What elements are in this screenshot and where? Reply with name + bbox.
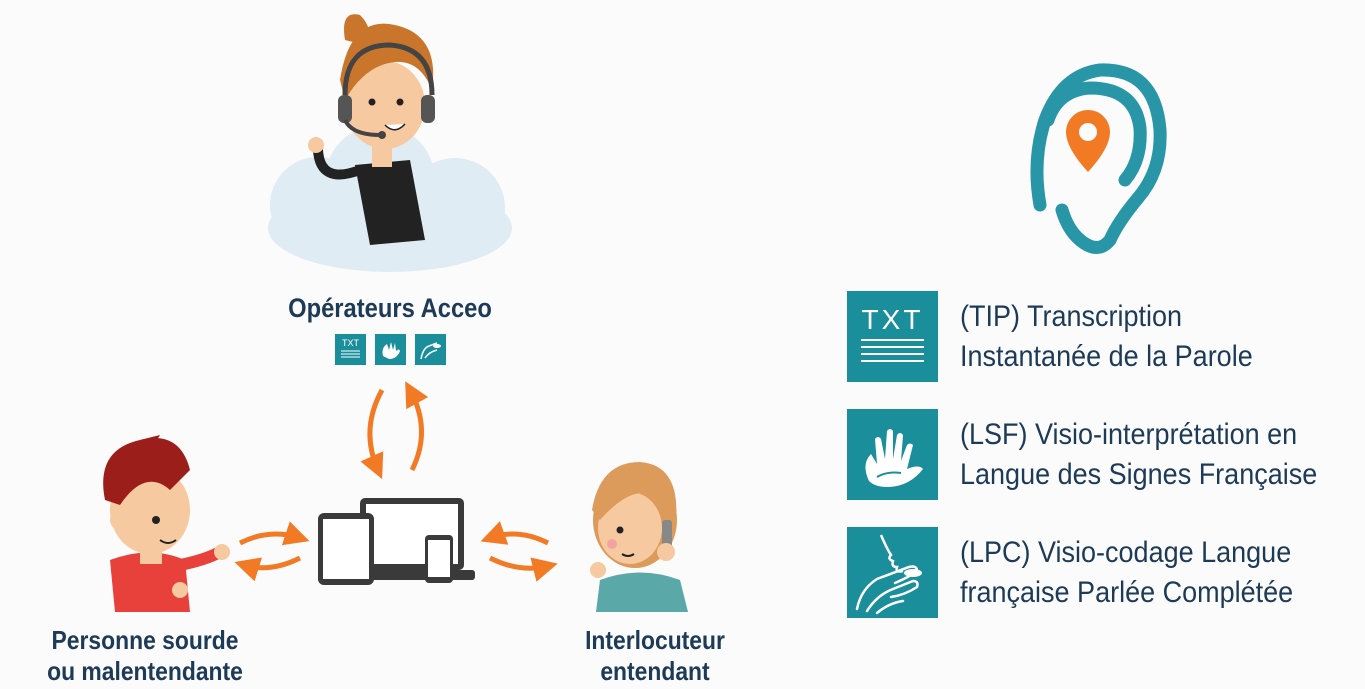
service-tip-text: (TIP) Transcription Instantanée de la Pa… <box>960 297 1338 377</box>
sign-hands-icon <box>847 409 938 500</box>
deaf-person-label: Personne sourde ou malentendante <box>17 625 272 687</box>
txt-document-icon: TXT <box>847 291 938 382</box>
txt-icon-text: TXT <box>862 304 924 335</box>
deaf-person-avatar <box>103 435 230 612</box>
interlocutor-label-line2: entendant <box>600 656 710 686</box>
service-lsf-line1: (LSF) Visio-interprétation en <box>960 418 1298 451</box>
service-lpc-line2: française Parlée Complétée <box>960 576 1294 609</box>
deaf-person-label-line2: ou malentendante <box>47 656 243 686</box>
interlocutor-avatar <box>590 462 688 612</box>
service-tip-line2: Instantanée de la Parole <box>960 340 1253 373</box>
ear-location-icon <box>1030 63 1167 254</box>
deaf-person-label-line1: Personne sourde <box>51 625 239 655</box>
service-lsf: (LSF) Visio-interprétation en Langue des… <box>847 409 1347 501</box>
service-lpc-text: (LPC) Visio-codage Langue française Parl… <box>960 533 1338 613</box>
interlocutor-label: Interlocuteur entendant <box>536 625 774 687</box>
left-exchange-arrows <box>234 521 310 582</box>
mini-txt-icon: TXT <box>335 334 366 365</box>
service-tip-line1: (TIP) Transcription <box>960 300 1183 333</box>
mini-txt-icon-text: TXT <box>342 338 360 348</box>
operators-label: Opérateurs Acceo <box>288 293 492 323</box>
vertical-exchange-arrows <box>360 381 429 480</box>
mini-sign-hands-icon <box>375 334 406 365</box>
mini-cued-speech-icon <box>415 334 446 365</box>
service-lpc-line1: (LPC) Visio-codage Langue <box>960 536 1292 569</box>
cued-speech-icon <box>847 527 938 618</box>
service-lpc: (LPC) Visio-codage Langue française Parl… <box>847 527 1347 619</box>
service-lsf-line2: Langue des Signes Française <box>960 458 1318 491</box>
right-exchange-arrows <box>480 521 558 582</box>
interlocutor-label-line1: Interlocuteur <box>585 625 725 655</box>
devices-icon <box>318 498 475 585</box>
service-lsf-text: (LSF) Visio-interprétation en Langue des… <box>960 415 1338 495</box>
operator-avatar <box>308 14 435 245</box>
service-tip: TXT (TIP) Transcription Instantanée de l… <box>847 291 1347 383</box>
